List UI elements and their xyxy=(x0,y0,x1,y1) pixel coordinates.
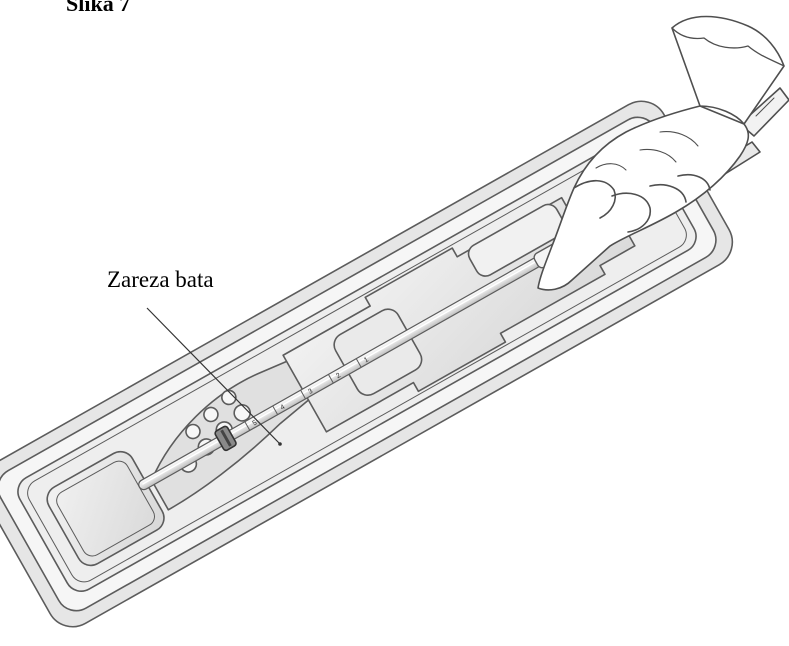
callout-label: Zareza bata xyxy=(107,266,214,294)
callout-leader-dot xyxy=(278,442,282,446)
figure-title: Slika 7 xyxy=(66,0,130,17)
